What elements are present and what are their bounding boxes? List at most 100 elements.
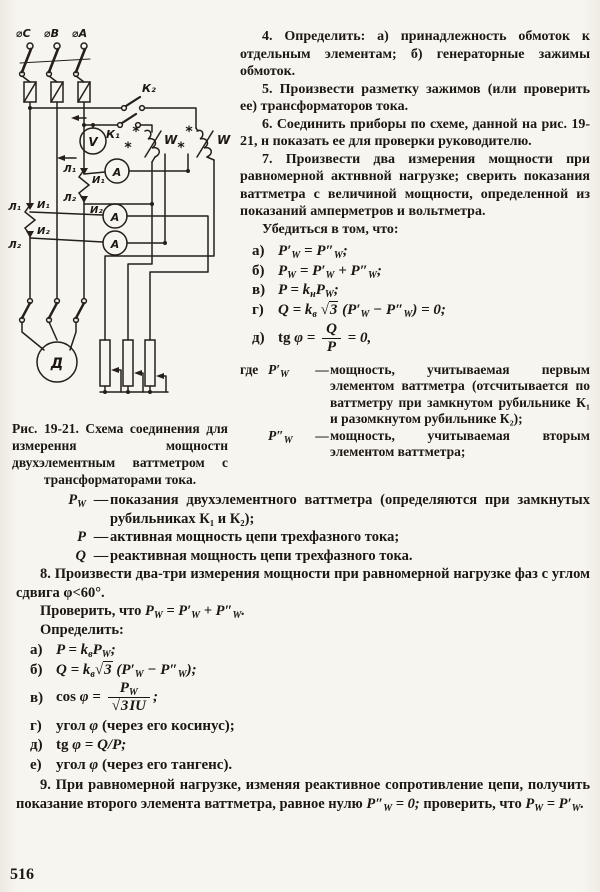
measuring-wires	[104, 153, 215, 341]
formula-row: в) P = kнPW;	[252, 282, 590, 300]
phase-c-label: ⌀C	[16, 27, 31, 40]
definition-text: активная мощность цепи трехфазного тока;	[110, 529, 400, 545]
formula-label: б)	[30, 661, 43, 678]
item-5: 5. Произвести разметку зажимов (или пров…	[240, 81, 590, 115]
item-4: 4. Определить: а) принадлежность обмоток…	[240, 29, 590, 79]
determine-heading: Определить:	[40, 621, 124, 638]
where-definition: мощность, учитываемая вторым элементом в…	[330, 427, 590, 460]
check-line: Проверить, что PW = P′W + P″W.	[16, 602, 590, 621]
ct-a-secondary	[83, 171, 153, 205]
where-definition: мощность, учитываемая первым элементом в…	[330, 361, 590, 427]
k2-label: К₂	[142, 82, 156, 95]
formula-label: в)	[252, 282, 266, 298]
ct-a-i2-label: И₂	[90, 205, 103, 216]
phase-a-label: ⌀A	[72, 27, 87, 40]
check-prefix: Проверить, что	[40, 603, 145, 619]
where-block: где P′W — мощность, учитываемая первым э…	[240, 362, 590, 461]
rheostats	[99, 339, 169, 393]
definition-term: P	[77, 529, 86, 545]
definition-term: PW	[68, 492, 86, 510]
figure-caption: Рис. 19-21. Схема соединения для измерен…	[12, 421, 228, 487]
switch-k2	[29, 95, 197, 129]
formula: P = kвPW;	[56, 642, 116, 660]
formula-row: д) tg φ = Q/P;	[30, 736, 590, 755]
formula-row: в) cos φ = PW√3IU;	[30, 680, 590, 716]
ct-c-l1-label: Л₁	[7, 202, 21, 213]
junction-dots	[28, 106, 190, 394]
formula-row: е) угол φ (через его тангенс).	[30, 756, 590, 775]
page-number: 516	[10, 866, 34, 883]
formula-label: е)	[30, 756, 42, 773]
ct-c-i2-label: И₂	[37, 226, 50, 237]
load-switch	[18, 297, 88, 351]
top-section: ⌀C ⌀B ⌀A К₂ К₁ V А А А W W * * * * Л₁ И₁…	[7, 20, 600, 488]
definition-dash: —	[93, 547, 109, 564]
formula-row: б) Q = kв√3 (P′W − P″W);	[30, 660, 590, 680]
definition-dash: —	[93, 492, 109, 508]
formula: P = kнPW;	[278, 282, 339, 300]
formula-row: а) P′W = P″W;	[252, 243, 590, 261]
ct-c-secondary	[29, 211, 104, 243]
ct-a-arrow-top	[80, 168, 88, 175]
formula-label: д)	[252, 330, 265, 346]
verify-formula-list: а) P′W = P″W; б) PW = P′W + P″W; в) P = …	[252, 243, 590, 357]
k1-label: К₁	[106, 128, 120, 141]
wattmeter-element-2	[195, 127, 215, 161]
determine-formula-list: а) P = kвPW; б) Q = kв√3 (P′W − P″W); в)…	[30, 641, 590, 774]
ct-a-l1-label: Л₁	[62, 164, 76, 175]
rheostat-arrow-1	[111, 367, 119, 373]
formula-row: б) PW = P′W + P″W;	[252, 263, 590, 281]
ammeter-1-label: А	[112, 166, 122, 179]
probe-arrow-1	[71, 115, 79, 121]
ct-c-i1-label: И₁	[37, 200, 50, 211]
check-formula: PW = P′W + P″W.	[144, 603, 245, 621]
formula-row: а) P = kвPW;	[30, 641, 590, 660]
rheostat-arrow-2	[134, 370, 142, 376]
formula: cos φ = PW√3IU;	[56, 680, 158, 715]
verify-heading: Убедиться в том, что:	[262, 221, 399, 237]
where-entry: где P′W — мощность, учитываемая первым э…	[240, 362, 590, 428]
where-term: P′W	[268, 361, 289, 380]
voltmeter-label: V	[88, 135, 99, 149]
wattmeter-element-1	[144, 129, 162, 163]
circuit-diagram: ⌀C ⌀B ⌀A К₂ К₁ V А А А W W * * * * Л₁ И₁…	[7, 27, 231, 394]
supply-switch-and-fuses	[18, 42, 91, 103]
formula-label: а)	[30, 642, 43, 658]
where-lead: где	[240, 361, 259, 377]
formula-label: а)	[252, 243, 265, 259]
definition-dash: —	[93, 529, 109, 545]
formula: tg φ = Q/P;	[56, 737, 127, 753]
phase-b-label: ⌀B	[44, 27, 59, 40]
formula: угол φ (через его косинус);	[56, 717, 235, 734]
motor-label: Д	[50, 356, 63, 372]
definition-text: показания двухэлементного ваттметра (опр…	[110, 492, 590, 527]
formula-label: г)	[252, 301, 264, 318]
ct-a-l2-label: Л₂	[62, 193, 76, 204]
motor	[36, 341, 78, 383]
bottom-section: PW — показания двухэлементного ваттметра…	[0, 488, 600, 813]
ct-c-arrow-top	[26, 203, 34, 210]
item-9-formula-2: PW = P′W.	[525, 795, 585, 814]
right-text-column: 4. Определить: а) принадлежность обмоток…	[240, 20, 600, 488]
formula: Q = kв√3 (P′W − P″W);	[56, 660, 197, 680]
current-transformer-primary-c	[23, 204, 37, 236]
polarity-star-3: *	[185, 124, 193, 140]
formula-label: в)	[30, 689, 44, 706]
item-9: 9. При равномерной нагрузке, изменяя реа…	[16, 776, 590, 813]
current-transformer-primary-a	[77, 169, 91, 201]
probe-arrow-2	[57, 155, 65, 161]
wattmeter-1-label: W	[164, 133, 178, 147]
formula: угол φ (через его тангенс).	[56, 756, 233, 773]
formula-label: г)	[30, 717, 42, 734]
formula: P′W = P″W;	[278, 243, 348, 261]
definition-row: Q — реактивная мощность цепи трехфазного…	[16, 547, 590, 566]
ct-c-arrow-bottom	[26, 231, 34, 238]
definition-term: Q	[75, 547, 86, 564]
formula: PW = P′W + P″W;	[278, 262, 382, 281]
phase-wires	[29, 101, 85, 299]
formula: Q = kв √3 (P′W − P″W) = 0;	[278, 300, 446, 320]
definition-text: реактивная мощность цепи трехфазного ток…	[110, 547, 413, 564]
polarity-star-4: *	[177, 140, 185, 156]
